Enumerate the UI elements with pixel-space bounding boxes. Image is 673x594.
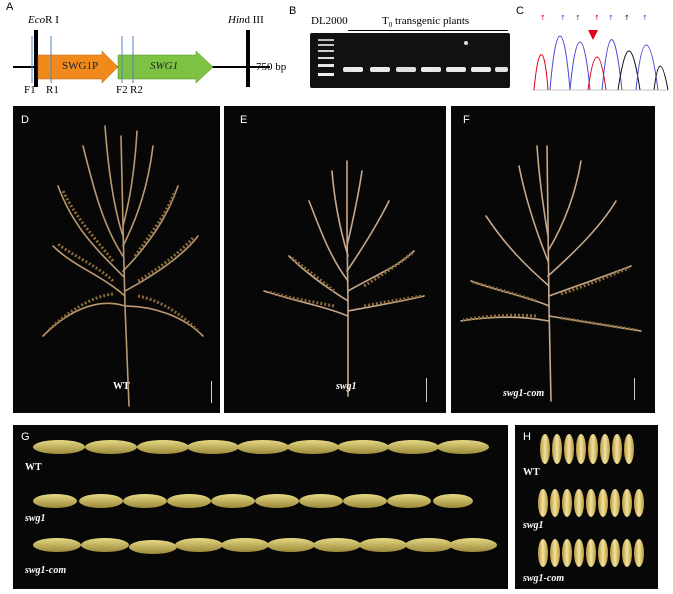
panicle-swg1-image [263,160,425,397]
panel-label-b: B [289,5,297,17]
panel-f-photo: F swg1-com [451,106,655,413]
svg-text:↑: ↑ [624,14,630,22]
svg-text:↑: ↑ [560,14,566,22]
promoter-label: SWG1P [62,60,99,72]
grain-width-image [538,434,644,567]
panel-h-photo: H [515,425,658,589]
grain-width-row-swg1-com-label: swg1-com [523,573,565,584]
panicle-wt-caption: WT [113,381,130,392]
svg-text:↑: ↑ [594,14,600,22]
gel-image [310,33,510,88]
promoter-arrow [37,50,119,84]
sequencing-chromatogram: ↑ ↑ ↑ ↑ ↑ ↑ ↑ [530,8,670,94]
ecori-site-bar [34,30,38,87]
panel-label-e: E [240,114,248,126]
construct-diagram [13,30,270,87]
scale-bar-d [211,381,212,403]
gel-marker-label: DL2000 [311,15,348,27]
grain-row-swg1-label: swg1 [25,513,46,524]
scale-bar-f [634,378,635,400]
panel-e-photo: E swg1 [224,106,446,413]
grain-length-image [33,440,497,554]
panicle-swg1-caption: swg1 [336,381,357,392]
primer-f2-label: F2 [116,84,128,96]
grain-width-row-wt-label: WT [523,467,540,478]
mutation-arrow [588,30,598,40]
hindiii-site-bar [246,30,250,87]
scale-bar-e [426,378,427,402]
grain-row-swg1-com-label: swg1-com [25,565,67,576]
gel-header: T0 transgenic plants [382,15,470,30]
fragment-size-label: 750 bp [256,61,287,73]
panel-label-c: C [516,5,524,17]
primer-r2-label: R2 [130,84,143,96]
panel-label-h: H [523,431,531,443]
panel-d-photo: D WT [13,106,220,413]
panicle-wt-image [42,125,204,407]
primer-r1-label: R1 [46,84,59,96]
panicle-swg1-com-caption: swg1-com [503,388,545,399]
hindiii-site-label: Hind III [228,14,264,26]
panicle-swg1-com-image [460,145,642,402]
svg-text:↑: ↑ [575,14,581,22]
primer-f1-label: F1 [24,84,36,96]
panel-label-a: A [6,1,14,13]
panel-g-photo: G [13,425,508,589]
gene-arrow [117,50,214,84]
gel-header-rule [348,30,508,31]
grain-width-row-swg1-label: swg1 [523,520,544,531]
svg-text:↑: ↑ [540,14,546,22]
panel-label-f: F [463,114,470,126]
panel-label-g: G [21,431,30,443]
svg-text:↑: ↑ [642,14,648,22]
panel-label-d: D [21,114,29,126]
ecori-site-label: EcoR I [28,14,59,26]
svg-text:↑: ↑ [608,14,614,22]
grain-row-wt-label: WT [25,462,42,473]
gene-label: SWG1 [150,60,179,72]
